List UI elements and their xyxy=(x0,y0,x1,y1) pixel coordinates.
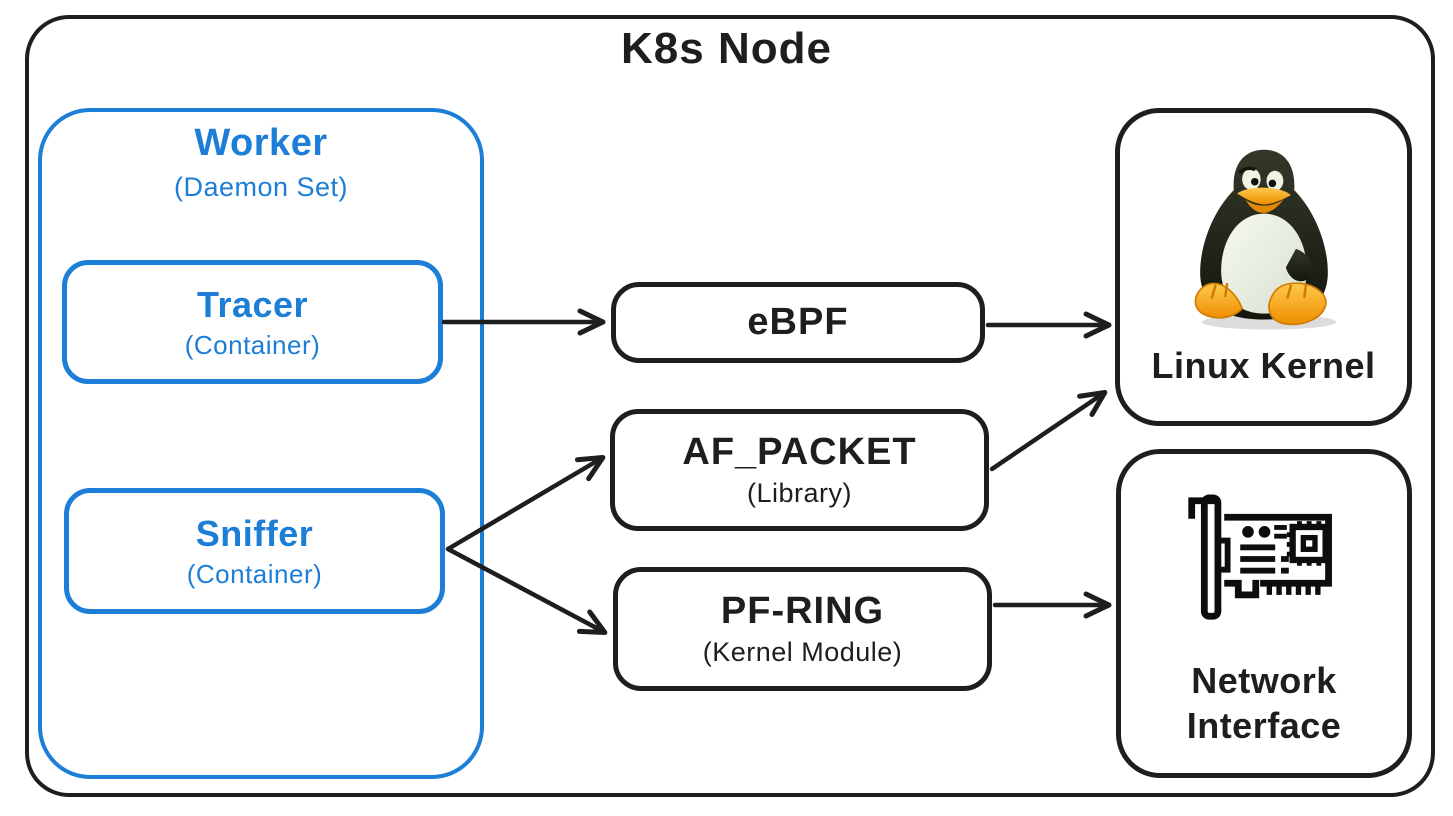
ebpf-box: eBPF xyxy=(611,282,985,363)
af-packet-title: AF_PACKET xyxy=(682,431,917,473)
worker-daemonset-box: Worker (Daemon Set) xyxy=(38,108,484,779)
af-packet-box: AF_PACKET (Library) xyxy=(610,409,989,531)
pf-ring-subtitle: (Kernel Module) xyxy=(702,637,903,667)
network-card-icon xyxy=(1187,494,1332,620)
sniffer-title: Sniffer xyxy=(195,512,314,554)
af-packet-subtitle: (Library) xyxy=(746,478,852,508)
network-interface-box: Network Interface xyxy=(1116,449,1412,778)
tracer-title: Tracer xyxy=(196,283,309,325)
tracer-subtitle: (Container) xyxy=(184,329,321,360)
tux-penguin-icon xyxy=(1194,149,1336,330)
worker-subtitle: (Daemon Set) xyxy=(173,172,349,202)
ebpf-title: eBPF xyxy=(747,301,849,343)
sniffer-subtitle: (Container) xyxy=(186,558,323,589)
linux-kernel-box: Linux Kernel xyxy=(1115,108,1412,426)
k8s-node-box xyxy=(25,15,1435,797)
sniffer-container-box: Sniffer (Container) xyxy=(64,488,445,614)
tracer-container-box: Tracer (Container) xyxy=(62,260,443,384)
worker-title: Worker xyxy=(194,122,328,164)
pf-ring-box: PF-RING (Kernel Module) xyxy=(613,567,992,691)
linux-kernel-title: Linux Kernel xyxy=(1151,345,1376,386)
k8s-node-title: K8s Node xyxy=(621,24,832,73)
network-interface-title: Network Interface xyxy=(1186,660,1342,746)
pf-ring-title: PF-RING xyxy=(720,590,885,632)
